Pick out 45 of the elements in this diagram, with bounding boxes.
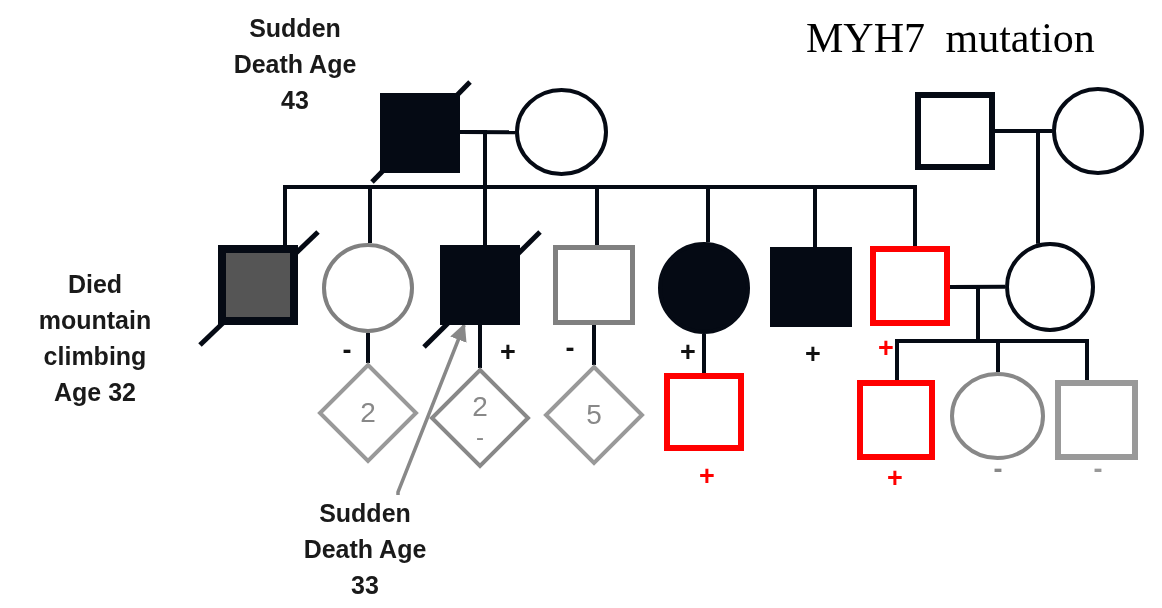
diagram-title: MYH7 mutation xyxy=(806,14,1095,62)
annotation-text: Sudden Death Age 43 xyxy=(232,13,358,116)
pedigree-line xyxy=(460,130,917,246)
test-result-sign: - xyxy=(564,334,576,362)
test-result-sign: + xyxy=(886,464,904,492)
test-result-sign: - xyxy=(1092,455,1104,483)
pedigree-circle xyxy=(950,372,1045,460)
pedigree-square xyxy=(870,246,950,326)
pedigree-diamond xyxy=(318,363,418,463)
pedigree-circle xyxy=(1005,242,1095,332)
test-result-sign: + xyxy=(698,462,716,490)
pedigree-line xyxy=(366,333,370,363)
pedigree-line xyxy=(478,325,482,368)
pedigree-square xyxy=(218,245,298,325)
leader-arrow xyxy=(396,323,467,495)
test-result-sign: - xyxy=(475,422,485,452)
pedigree-square xyxy=(380,93,460,173)
pedigree-diamond xyxy=(544,365,644,465)
pedigree-circle xyxy=(322,243,414,333)
pedigree-circle xyxy=(658,242,750,334)
test-result-sign: - xyxy=(992,455,1004,483)
test-result-sign: + xyxy=(499,338,517,366)
pedigree-square xyxy=(770,247,852,327)
pedigree-line xyxy=(950,285,1089,380)
sibling-count: 2 xyxy=(471,392,489,422)
pedigree-circle xyxy=(515,88,608,176)
sibling-count: 2 xyxy=(359,398,377,428)
pedigree-square xyxy=(440,245,520,325)
pedigree-square xyxy=(553,245,635,325)
annotation-text: Died mountain climbing Age 32 xyxy=(37,269,153,408)
pedigree-square xyxy=(857,380,935,460)
annotation-text: Sudden Death Age 33 xyxy=(290,495,440,605)
test-result-sign: + xyxy=(804,340,822,368)
test-result-sign: + xyxy=(679,338,697,366)
pedigree-line xyxy=(592,325,596,365)
pedigree-diamond xyxy=(430,368,530,468)
pedigree-square xyxy=(664,373,744,451)
test-result-sign: - xyxy=(341,336,353,364)
pedigree-line xyxy=(995,129,1040,244)
test-result-sign: + xyxy=(877,334,895,362)
pedigree-line xyxy=(702,334,706,373)
sibling-count: 5 xyxy=(585,400,603,430)
pedigree-square xyxy=(1055,380,1138,460)
pedigree-circle xyxy=(1052,87,1144,175)
pedigree-square xyxy=(915,92,995,170)
